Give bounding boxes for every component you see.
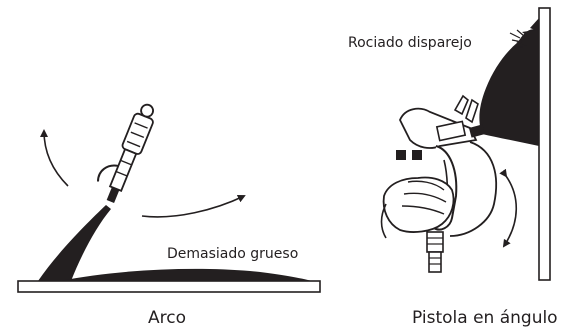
angle-panel — [380, 7, 551, 281]
angle-splatter-lines — [509, 29, 525, 48]
angle-caption: Pistola en ángulo — [412, 308, 558, 328]
arc-caption: Arco — [148, 308, 186, 328]
angle-wall — [538, 7, 551, 281]
uneven-spray-label: Rociado disparejo — [348, 35, 472, 51]
spray-gun-icon — [96, 103, 154, 204]
angle-splatter — [516, 18, 539, 46]
too-thick-label: Demasiado grueso — [167, 246, 299, 262]
angle-spray-blob — [479, 29, 539, 146]
arc-surface-board — [17, 280, 321, 293]
arc-motion-arrow-left — [40, 129, 69, 187]
arc-spray-cone — [38, 205, 111, 281]
arc-panel — [17, 103, 321, 293]
spray-gun-in-hand-icon — [380, 94, 498, 273]
arc-motion-arrow-right — [141, 195, 246, 218]
arc-paint-buildup — [60, 268, 312, 281]
angle-rotation-arrow — [499, 168, 517, 248]
